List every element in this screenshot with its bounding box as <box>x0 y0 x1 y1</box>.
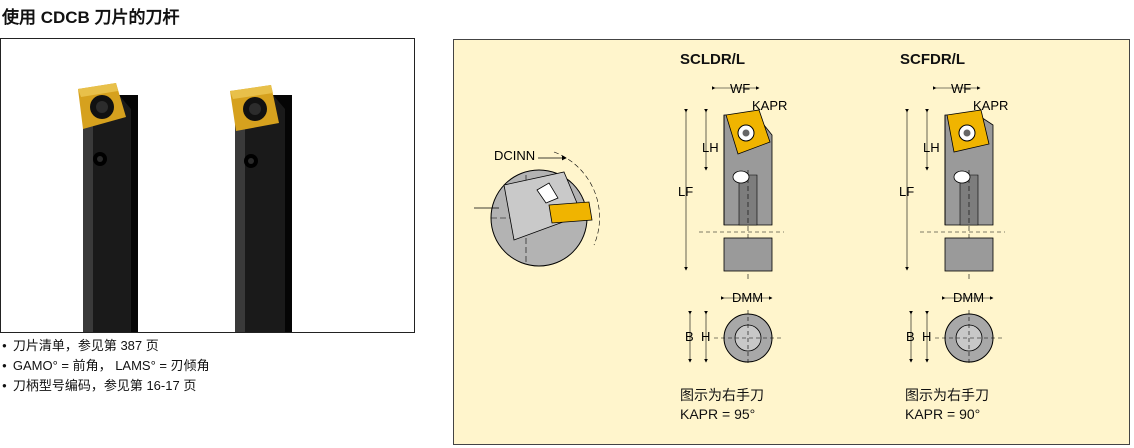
dmm-label-2: DMM <box>953 290 984 305</box>
lf-label-1: LF <box>678 184 693 199</box>
page-title: 使用 CDCB 刀片的刀杆 <box>2 8 180 27</box>
kapr-label-1: KAPR <box>752 98 787 113</box>
note-item: 刀柄型号编码，参见第 16-17 页 <box>0 377 210 397</box>
toolholder-photo <box>0 38 415 333</box>
lf-label-2: LF <box>899 184 914 199</box>
tool2-section-view: DMM B H <box>906 290 1005 366</box>
tool-caption-2: 图示为右手刀 KAPR = 90° <box>905 386 989 424</box>
tool-name-2: SCFDR/L <box>900 51 965 68</box>
kapr-label-2: KAPR <box>973 98 1008 113</box>
boring-bar-photo-right <box>230 85 292 332</box>
h-label-1: H <box>701 329 710 344</box>
dcinn-front-view: DCINN <box>474 148 600 267</box>
b-label-2: B <box>906 329 915 344</box>
tool1-section-view: DMM B H <box>685 290 784 366</box>
b-label-1: B <box>685 329 694 344</box>
tool1-side-view: LH LF WF KAPR <box>678 81 787 280</box>
note-item: 刀片清单，参见第 387 页 <box>0 337 210 357</box>
dcinn-label: DCINN <box>494 148 535 163</box>
tool2-side-view: LH LF WF KAPR <box>899 81 1008 280</box>
caption-handedness-2: 图示为右手刀 <box>905 387 989 403</box>
caption-handedness-1: 图示为右手刀 <box>680 387 764 403</box>
wf-label-1: WF <box>730 81 750 96</box>
caption-kapr-2: KAPR = 90° <box>905 406 981 422</box>
dimension-diagram-panel: SCLDR/L SCFDR/L DCINN <box>453 39 1130 445</box>
wf-label-2: WF <box>951 81 971 96</box>
tool-caption-1: 图示为右手刀 KAPR = 95° <box>680 386 764 424</box>
tool-name-1: SCLDR/L <box>680 51 745 68</box>
notes-list: 刀片清单，参见第 387 页 GAMO° = 前角， LAMS° = 刃倾角 刀… <box>0 337 210 397</box>
dmm-label-1: DMM <box>732 290 763 305</box>
note-item: GAMO° = 前角， LAMS° = 刃倾角 <box>0 357 210 377</box>
lh-label-2: LH <box>923 140 940 155</box>
lh-label-1: LH <box>702 140 719 155</box>
h-label-2: H <box>922 329 931 344</box>
caption-kapr-1: KAPR = 95° <box>680 406 756 422</box>
boring-bar-photo-left <box>78 83 138 332</box>
